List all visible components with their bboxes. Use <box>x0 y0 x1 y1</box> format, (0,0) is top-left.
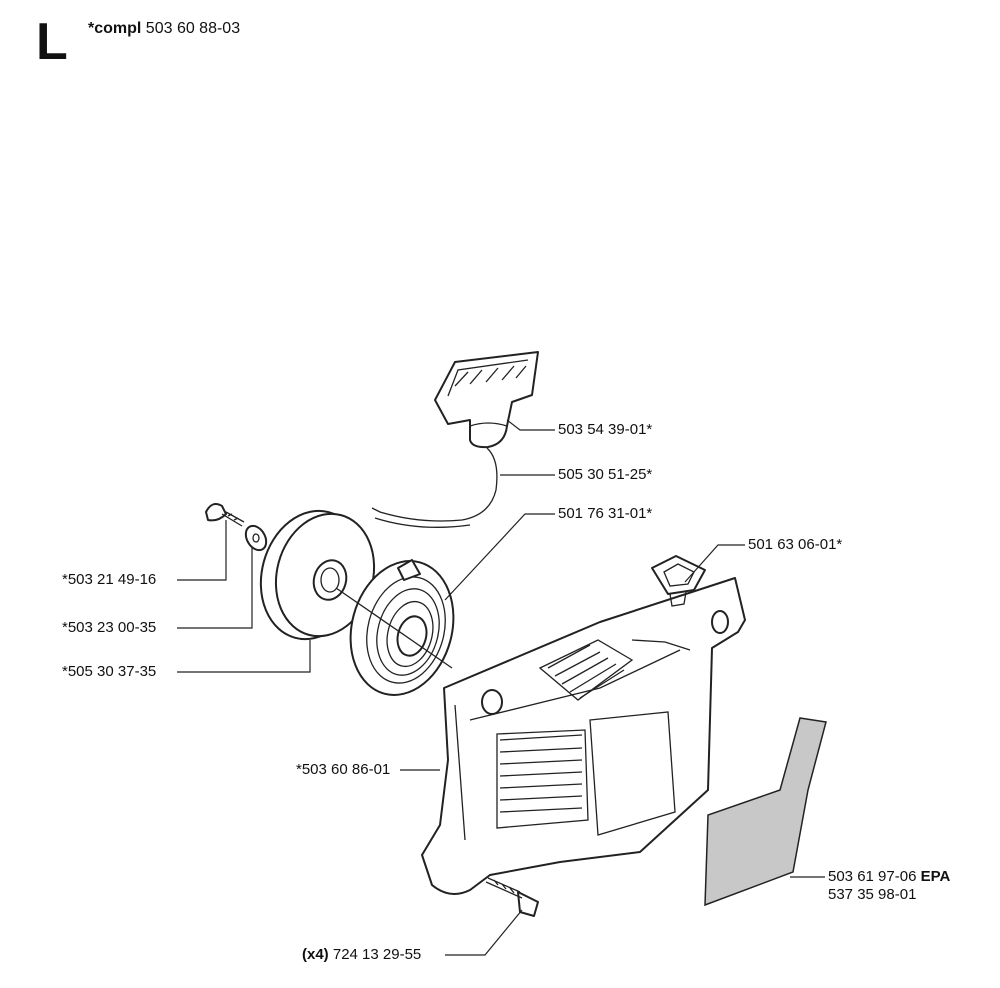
label-decal-2: 537 35 98-01 <box>828 886 917 903</box>
rubber-plug <box>651 555 706 607</box>
recoil-spring <box>349 559 455 696</box>
label-pulley: *505 30 37-35 <box>62 663 157 680</box>
label-decal: 503 61 97-06 EPA <box>828 868 950 886</box>
leader-plug <box>684 544 745 583</box>
leader-screw <box>177 520 227 581</box>
complete-assembly-number: *compl 503 60 88-03 <box>88 20 240 38</box>
leader-spring <box>444 513 555 601</box>
screw-number: 724 13 29-55 <box>332 946 422 963</box>
starter-handle <box>434 351 539 449</box>
label-cover: *503 60 86-01 <box>296 761 391 778</box>
compl-prefix: *compl <box>88 20 142 37</box>
screw-qty: (x4) <box>302 946 329 963</box>
starter-cover <box>421 577 746 895</box>
label-washer: *503 23 00-35 <box>62 619 157 636</box>
label-plug: 501 63 06-01* <box>748 536 843 553</box>
leader-pulley <box>177 640 311 673</box>
decal-number: 503 61 97-06 <box>828 868 917 885</box>
cover-screw <box>485 877 539 917</box>
section-letter: L <box>36 13 68 71</box>
label-handle: 503 54 39-01* <box>558 421 653 438</box>
label-screw-small: *503 21 49-16 <box>62 571 157 588</box>
label-rope: 505 30 51-25* <box>558 466 653 483</box>
washer <box>244 524 268 552</box>
compl-number: 503 60 88-03 <box>145 20 241 37</box>
small-screw <box>205 503 245 527</box>
decal-suffix: EPA <box>920 868 951 885</box>
label-cover-screw: (x4) 724 13 29-55 <box>302 946 421 964</box>
starter-pulley <box>259 509 376 641</box>
epa-decal <box>704 717 827 907</box>
leader-washer <box>177 548 253 629</box>
leader-handle <box>506 419 555 431</box>
leader-cover-screw <box>445 909 523 956</box>
label-spring: 501 76 31-01* <box>558 505 653 522</box>
starter-rope <box>371 447 498 522</box>
